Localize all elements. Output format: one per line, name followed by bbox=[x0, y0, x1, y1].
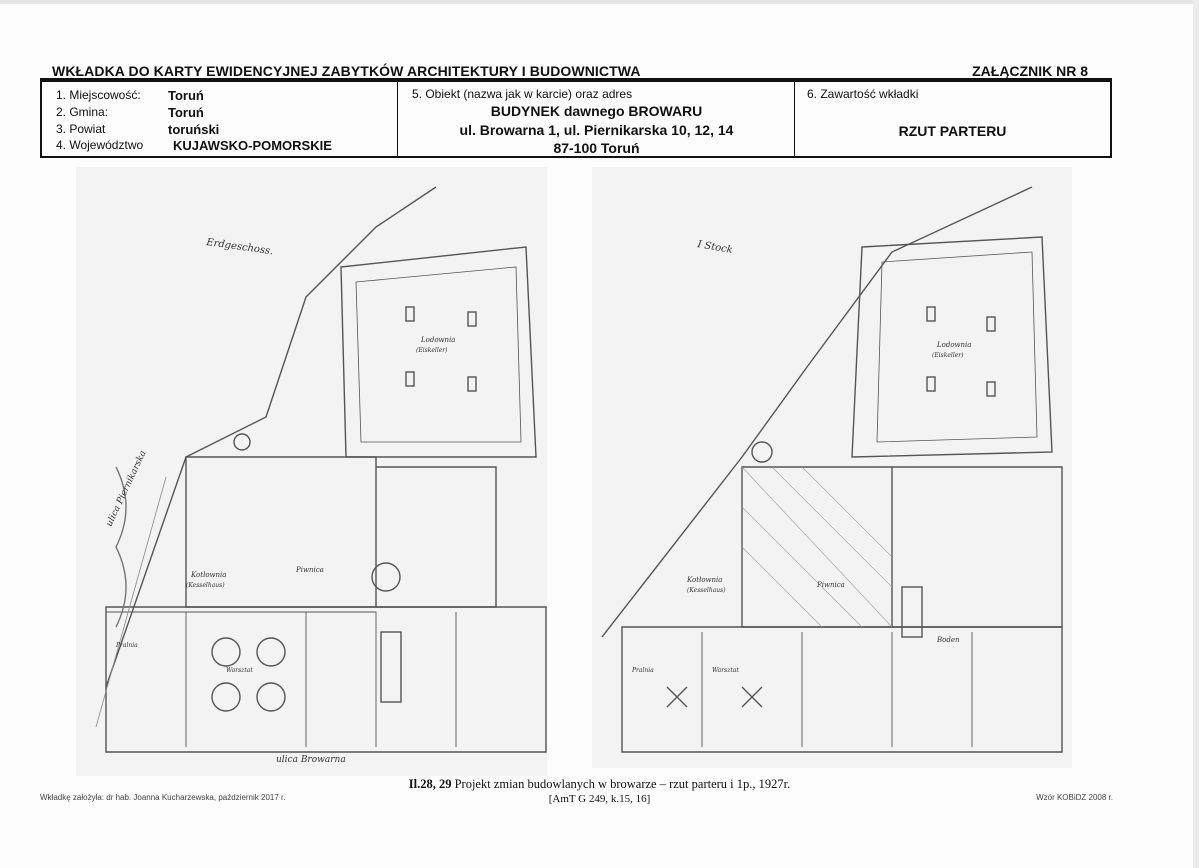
svg-text:Piwnica: Piwnica bbox=[295, 566, 324, 574]
document-title: WKŁADKA DO KARTY EWIDENCYJNEJ ZABYTKÓW A… bbox=[52, 63, 641, 79]
first-floor-plan-drawing: I Stock Lodownia (Eiskeller) Kotłownia (… bbox=[592, 167, 1072, 768]
svg-text:Kotłownia: Kotłownia bbox=[686, 576, 722, 584]
document-header: WKŁADKA DO KARTY EWIDENCYJNEJ ZABYTKÓW A… bbox=[40, 60, 1112, 80]
voivodeship-value: KUJAWSKO-POMORSKIE bbox=[173, 138, 332, 153]
object-cell: 5. Obiekt (nazwa jak w karcie) oraz adre… bbox=[398, 82, 795, 156]
svg-text:(Kesselhaus): (Kesselhaus) bbox=[186, 582, 225, 589]
svg-text:Lodownia: Lodownia bbox=[420, 336, 455, 344]
location-cell: 1. Miejscowość: Toruń 2. Gmina: Toruń 3.… bbox=[42, 82, 398, 156]
footer-author: Wkładkę założyła: dr hab. Joanna Kucharz… bbox=[40, 793, 286, 802]
header-divider bbox=[40, 78, 1112, 80]
object-name: BUDYNEK dawnego BROWARU bbox=[490, 103, 703, 119]
ground-floor-plan-image: Erdgeschoss. ulica Piernikarska ulica Br… bbox=[76, 167, 547, 776]
voivodeship-label: 4. Województwo bbox=[56, 138, 144, 152]
svg-text:Warsztat: Warsztat bbox=[226, 667, 253, 674]
svg-text:Warsztat: Warsztat bbox=[712, 667, 739, 674]
svg-text:(Eiskeller): (Eiskeller) bbox=[932, 352, 964, 359]
county-value: toruński bbox=[168, 122, 220, 137]
svg-text:Lodownia: Lodownia bbox=[936, 341, 971, 349]
info-table: 1. Miejscowość: Toruń 2. Gmina: Toruń 3.… bbox=[40, 80, 1112, 158]
first-floor-plan-image: I Stock Lodownia (Eiskeller) Kotłownia (… bbox=[592, 167, 1072, 768]
svg-text:Piwnica: Piwnica bbox=[816, 581, 845, 589]
svg-text:Boden: Boden bbox=[936, 636, 960, 644]
county-label: 3. Powiat bbox=[56, 122, 106, 136]
contents-cell: 6. Zawartość wkładki RZUT PARTERU bbox=[795, 82, 1110, 156]
ground-floor-plan-drawing: Erdgeschoss. ulica Piernikarska ulica Br… bbox=[76, 167, 547, 776]
contents-value: RZUT PARTERU bbox=[898, 123, 1007, 139]
place-value: Toruń bbox=[168, 88, 204, 103]
svg-text:Kotłownia: Kotłownia bbox=[190, 571, 226, 579]
scan-edge bbox=[0, 0, 1199, 4]
svg-text:(Eiskeller): (Eiskeller) bbox=[416, 347, 448, 354]
svg-text:Pralnia: Pralnia bbox=[115, 642, 138, 649]
svg-text:Pralnia: Pralnia bbox=[631, 667, 654, 674]
annex-number: ZAŁĄCZNIK NR 8 bbox=[972, 63, 1088, 79]
figure-source: [AmT G 249, k.15, 16] bbox=[548, 793, 651, 805]
figure-caption: Il.28, 29 Projekt zmian budowlanych w br… bbox=[0, 777, 1199, 792]
object-address: ul. Browarna 1, ul. Piernikarska 10, 12,… bbox=[459, 122, 734, 138]
object-postal: 87-100 Toruń bbox=[553, 140, 640, 156]
figure-text: Projekt zmian budowlanych w browarze – r… bbox=[454, 777, 791, 791]
object-label: 5. Obiekt (nazwa jak w karcie) oraz adre… bbox=[412, 87, 633, 101]
footer-template: Wzór KOBiDZ 2008 r. bbox=[1036, 793, 1113, 802]
commune-label: 2. Gmina: bbox=[56, 105, 109, 119]
contents-label: 6. Zawartość wkładki bbox=[807, 87, 919, 101]
scan-edge bbox=[1193, 0, 1199, 868]
svg-text:ulica Browarna: ulica Browarna bbox=[276, 755, 346, 765]
figure-number: Il.28, 29 bbox=[408, 777, 452, 791]
svg-text:(Kesselhaus): (Kesselhaus) bbox=[687, 587, 726, 594]
commune-value: Toruń bbox=[168, 105, 204, 120]
place-label: 1. Miejscowość: bbox=[56, 88, 141, 102]
